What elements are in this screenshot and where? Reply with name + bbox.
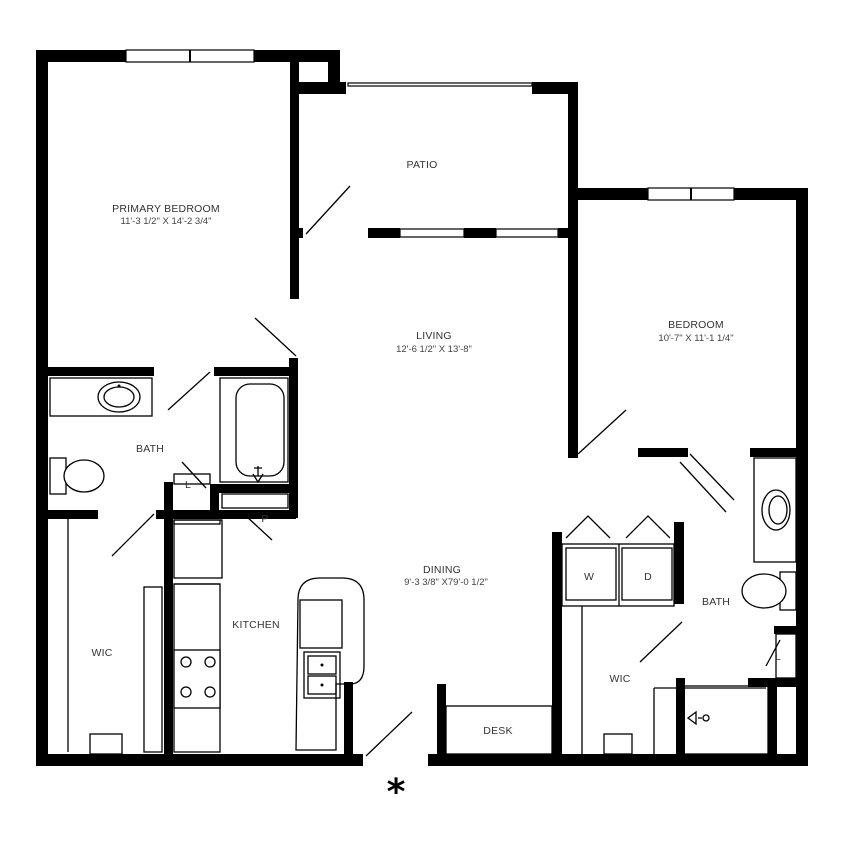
- bath-left-fixtures: [49, 377, 289, 509]
- patio-label: PATIO: [407, 159, 438, 171]
- windows: [125, 49, 735, 201]
- entry-marker-icon: *: [387, 772, 406, 813]
- linen-right-label: L: [775, 651, 781, 663]
- closet-shelf: [143, 586, 163, 753]
- kitchen-island: [295, 577, 365, 751]
- dishwasher: [299, 599, 343, 649]
- desk: [445, 705, 553, 755]
- right-wic-fixtures: [581, 606, 676, 755]
- entry-door: [365, 711, 413, 757]
- shower: [683, 685, 769, 755]
- refrigerator: [173, 519, 223, 579]
- room-labels: PRIMARY BEDROOM 11'-3 1/2" X 14'-2 3/4" …: [91, 159, 733, 737]
- toilet-icon: [63, 459, 105, 493]
- doors: [111, 317, 781, 757]
- primary-bedroom-dims: 11'-3 1/2" X 14'-2 3/4": [120, 216, 211, 227]
- dryer-icon: [621, 547, 673, 601]
- washer-label: W: [584, 571, 594, 583]
- laundry-door-right: [625, 515, 671, 539]
- living-dims: 12'-6 1/2" X 13'-8": [396, 344, 472, 355]
- pantry-shelf: [221, 493, 289, 509]
- patio-door[interactable]: [305, 185, 351, 235]
- bath-right-label: BATH: [702, 596, 730, 608]
- exterior-walls: [36, 50, 808, 766]
- wic-door: [111, 513, 155, 557]
- shower-drain-icon: [686, 710, 710, 726]
- wic-right-label: WIC: [609, 673, 630, 685]
- bedroom-dims: 10'-7" X 11'-1 1/4": [658, 333, 733, 344]
- bath-right-door-a: [679, 461, 727, 513]
- sink-right-icon: [761, 489, 791, 531]
- dining-dims: 9'-3 3/8" X79'-0 1/2": [404, 577, 488, 588]
- linen-shelf: [173, 473, 211, 485]
- kitchen-fixtures: [173, 519, 365, 753]
- wic-left-label: WIC: [91, 647, 112, 659]
- bath-right-fixtures: [683, 457, 797, 755]
- kitchen-sink-icon: [303, 651, 341, 699]
- laundry-door-left: [565, 515, 611, 539]
- vanity-counter: [49, 377, 153, 417]
- laundry: [561, 543, 675, 607]
- bath-left-label: BATH: [136, 443, 164, 455]
- primary-bedroom-label: PRIMARY BEDROOM: [112, 203, 220, 215]
- bedroom-label: BEDROOM: [668, 319, 724, 331]
- washer-icon: [565, 547, 617, 601]
- living-label: LIVING: [416, 330, 452, 342]
- bedroom-door: [577, 409, 627, 455]
- vanity-counter-right: [753, 457, 797, 563]
- bath-door: [167, 371, 211, 411]
- kitchen-label: KITCHEN: [232, 619, 280, 631]
- desk-label: DESK: [483, 725, 512, 737]
- linen-left-label: L: [185, 479, 191, 491]
- drain-icon: [252, 466, 264, 484]
- bathtub: [219, 377, 289, 483]
- linen-right-door: [765, 639, 781, 667]
- primary-bedroom-door: [254, 317, 297, 357]
- patio-railing: [347, 82, 533, 87]
- patio-slider-door: [297, 228, 568, 238]
- wic-right-door: [639, 621, 683, 663]
- fixture-labels: L P W D L: [185, 479, 781, 663]
- toilet-right-icon: [741, 573, 787, 609]
- bath-right-door-b: [689, 453, 735, 501]
- left-wic-fixtures: [67, 519, 163, 755]
- interior-walls: [48, 200, 800, 766]
- dryer-label: D: [644, 571, 652, 583]
- pantry-door: [245, 515, 273, 541]
- linen-right-shelf: [775, 633, 797, 679]
- dining-label: DINING: [423, 564, 461, 576]
- pantry-label: P: [261, 513, 268, 525]
